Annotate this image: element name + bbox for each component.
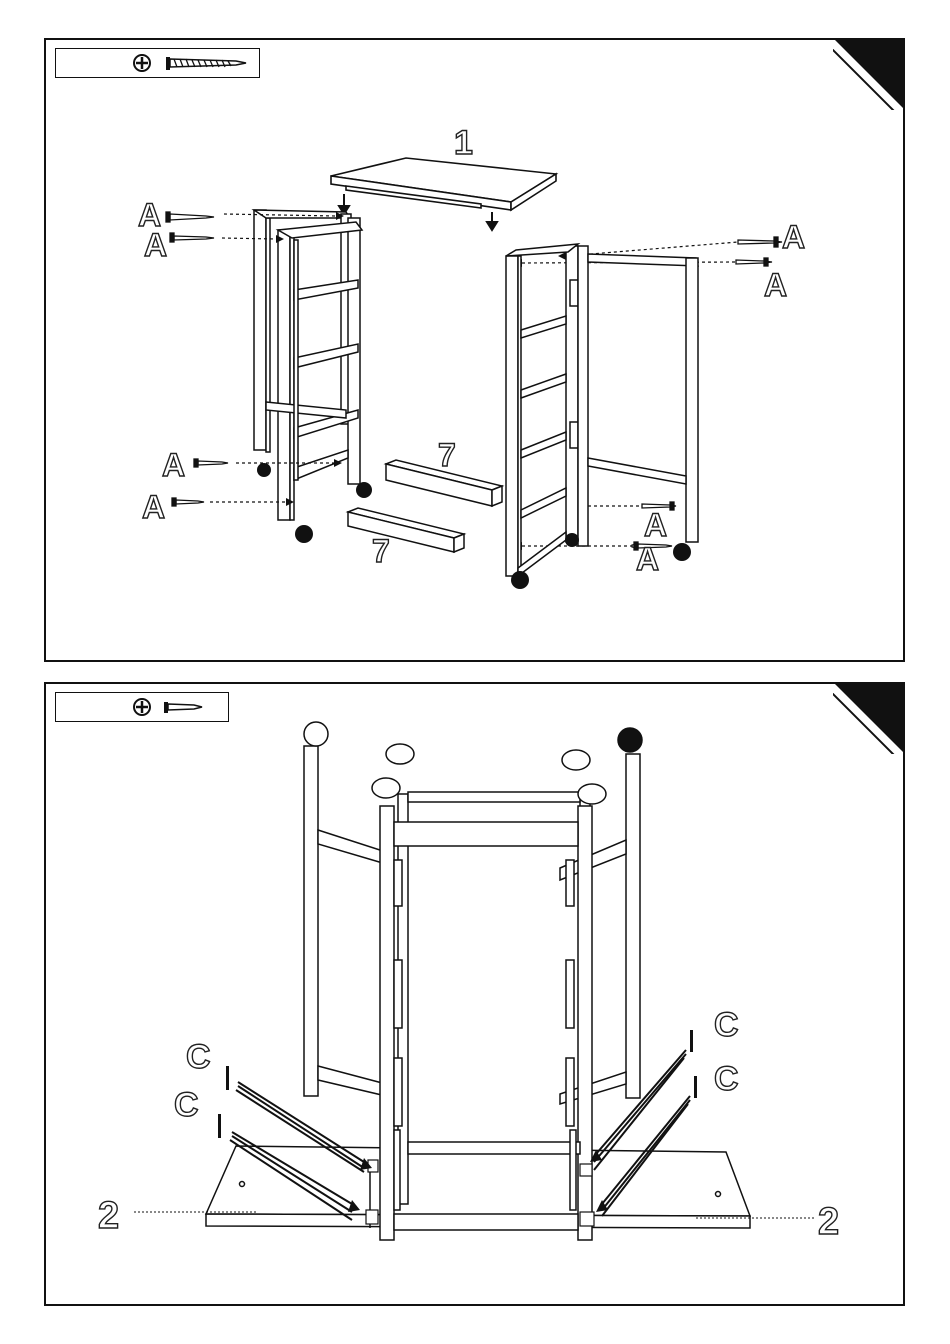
part-label-top-panel: 1	[454, 124, 473, 162]
part-label-board-left: 2	[98, 1195, 119, 1237]
part-label-stretcher-top: 7	[438, 437, 456, 473]
screw-label-a: A	[782, 219, 805, 255]
part-label-board-right: 2	[818, 1201, 839, 1243]
screw-label-a: A	[142, 489, 165, 525]
screw-label-c: C	[174, 1086, 199, 1124]
part-label-stretcher-bottom: 7	[372, 533, 390, 569]
screw-label-a: A	[764, 267, 787, 303]
left-side-frame	[254, 210, 362, 520]
step-1-panel: 1	[44, 38, 905, 662]
top-panel-part	[331, 158, 556, 210]
screw-label-a: A	[636, 541, 659, 577]
step-1-exploded-diagram: 1	[46, 40, 905, 662]
screw-label-a: A	[144, 227, 167, 263]
small-arrowhead-icon	[276, 212, 576, 550]
long-screw-icon	[632, 237, 782, 550]
step-2-panel: C C C C 2 2	[44, 682, 905, 1306]
screw-label-c: C	[714, 1006, 739, 1044]
screw-label-c: C	[186, 1038, 211, 1076]
screw-label-a: A	[644, 507, 667, 543]
screw-label-c: C	[714, 1060, 739, 1098]
screw-label-a: A	[162, 447, 185, 483]
step-2-upside-down-assembly: C C C C 2 2	[46, 684, 905, 1306]
right-side-frame	[506, 244, 698, 576]
